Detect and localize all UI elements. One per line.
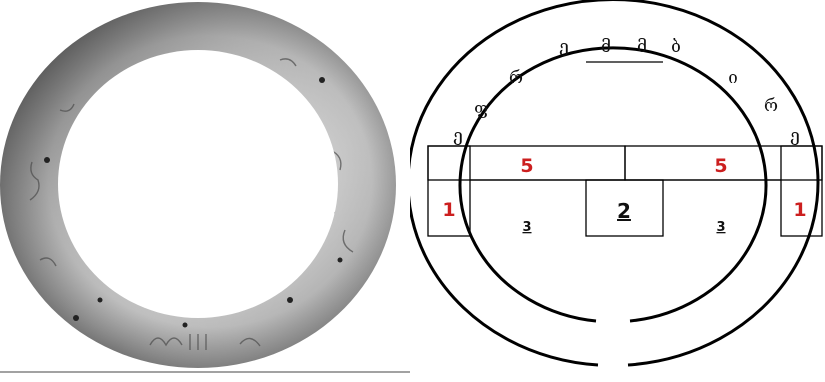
left-glyph-2: ფ bbox=[474, 99, 488, 119]
right-glyph-3: ე bbox=[790, 126, 800, 146]
top-glyph-2: მ bbox=[601, 37, 611, 57]
outer-ring bbox=[410, 0, 818, 365]
right-glyph-1: ი bbox=[728, 68, 738, 88]
top-glyph-3: მ bbox=[637, 37, 647, 57]
label-center: 2 bbox=[617, 199, 631, 223]
label-lower-right: 3 bbox=[716, 220, 725, 235]
label-lower-left: 3 bbox=[522, 220, 531, 235]
ring-photo-panel bbox=[0, 0, 420, 378]
ring-diagram: ე მ მ ბ რ ფ ე ი რ ე 5 5 1 1 2 3 3 bbox=[410, 0, 825, 378]
right-glyph-2: რ bbox=[764, 96, 778, 116]
label-side-right: 1 bbox=[793, 199, 806, 221]
top-glyph-4: ბ bbox=[671, 37, 681, 57]
inner-ring bbox=[460, 48, 766, 321]
left-glyph-1: რ bbox=[509, 68, 523, 88]
ring-diagram-panel: ე მ მ ბ რ ფ ე ი რ ე 5 5 1 1 2 3 3 bbox=[410, 0, 825, 378]
label-upper-right: 5 bbox=[714, 155, 727, 177]
ring-photo bbox=[0, 0, 420, 378]
top-glyph-1: ე bbox=[559, 37, 569, 57]
ring-band bbox=[0, 0, 420, 378]
left-glyph-3: ე bbox=[453, 126, 463, 146]
label-side-left: 1 bbox=[442, 199, 455, 221]
label-upper-left: 5 bbox=[520, 155, 533, 177]
